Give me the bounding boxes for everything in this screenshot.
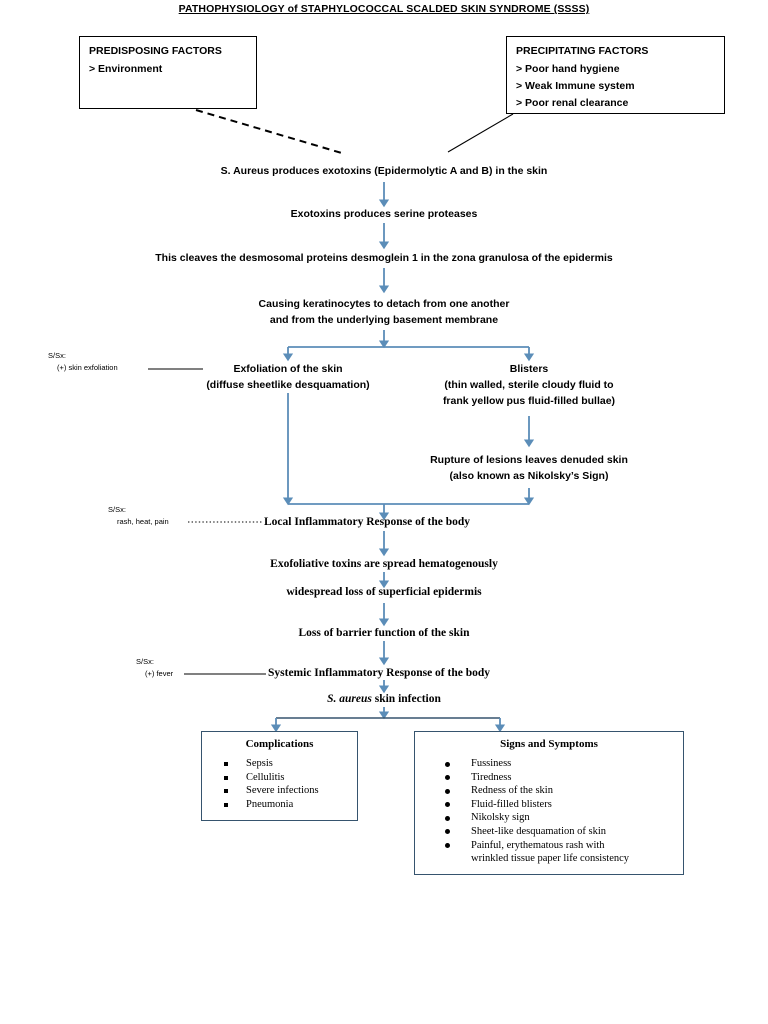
ssx-label: S/Sx:: [136, 657, 154, 666]
dashed-connector-predisposing: [195, 109, 346, 155]
skin-infection-suffix: skin infection: [371, 693, 441, 705]
flow-step-serine-proteases: Exotoxins produces serine proteases: [290, 208, 478, 220]
list-item: Tiredness: [445, 771, 683, 785]
list-item: Severe infections: [224, 784, 357, 798]
ssx-label: S/Sx:: [48, 351, 66, 360]
flow-step-hematogenous-spread: Exofoliative toxins are spread hematogen…: [270, 558, 498, 570]
precipitating-factor-item: > Poor renal clearance: [516, 97, 629, 109]
precipitating-factor-item: > Weak Immune system: [516, 80, 635, 92]
flow-step-keratinocyte-detach: Causing keratinocytes to detach from one…: [258, 298, 510, 326]
complications-box: Complications Sepsis Cellulitis Severe i…: [201, 731, 358, 821]
precipitating-factor-item: > Poor hand hygiene: [516, 63, 620, 75]
signs-and-symptoms-heading: Signs and Symptoms: [500, 738, 598, 750]
flow-step-barrier-function-loss: Loss of barrier function of the skin: [298, 627, 470, 639]
complications-list: Sepsis Cellulitis Severe infections Pneu…: [202, 757, 357, 811]
page-title: PATHOPHYSIOLOGY of STAPHYLOCOCCAL SCALDE…: [178, 3, 590, 15]
list-item: Sheet-like desquamation of skin: [445, 825, 683, 839]
list-item: Sepsis: [224, 757, 357, 771]
ssx-value-rash-heat-pain: rash, heat, pain: [117, 517, 169, 526]
connector-precipitating: [447, 113, 514, 153]
list-item: Cellulitis: [224, 771, 357, 785]
complications-heading: Complications: [245, 738, 314, 750]
flow-step-widespread-epidermis-loss: widespread loss of superficial epidermis: [286, 586, 482, 598]
ssx-group-rash: S/Sx: rash, heat, pain: [108, 504, 169, 528]
list-item: Pneumonia: [224, 798, 357, 812]
predisposing-factor-item: > Environment: [89, 63, 163, 75]
flow-step-local-inflammatory-response: Local Inflammatory Response of the body: [264, 516, 471, 528]
pathogen-name: S. aureus: [327, 693, 372, 705]
flow-step-systemic-inflammatory-response: Systemic Inflammatory Response of the bo…: [268, 667, 491, 679]
flow-step-skin-infection: S. aureus skin infection: [0, 691, 768, 707]
flow-step-desmoglein-cleavage: This cleaves the desmosomal proteins des…: [155, 252, 613, 264]
list-item: Redness of the skin: [445, 784, 683, 798]
list-item: Fussiness: [445, 757, 683, 771]
list-item: Fluid-filled blisters: [445, 798, 683, 812]
flow-branch-blisters: Blisters (thin walled, sterile cloudy fl…: [442, 363, 616, 407]
precipitating-factors-box: PRECIPITATING FACTORS > Poor hand hygien…: [506, 36, 725, 114]
ssx-value-fever: (+) fever: [145, 669, 174, 678]
precipitating-factors-title: PRECIPITATING FACTORS: [516, 45, 649, 57]
list-item: Nikolsky sign: [445, 811, 683, 825]
list-item: Painful, erythematous rash with wrinkled…: [445, 839, 683, 866]
flow-branch-exfoliation: Exfoliation of the skin (diffuse sheetli…: [206, 363, 370, 391]
signs-and-symptoms-list: Fussiness Tiredness Redness of the skin …: [415, 757, 683, 866]
ssx-value-skin-exfoliation: (+) skin exfoliation: [57, 363, 118, 372]
signs-and-symptoms-box: Signs and Symptoms Fussiness Tiredness R…: [414, 731, 684, 875]
ssx-group-fever: S/Sx: (+) fever: [136, 656, 173, 680]
ssx-label: S/Sx:: [108, 505, 126, 514]
predisposing-factors-title: PREDISPOSING FACTORS: [89, 45, 222, 57]
flow-step-rupture-lesions: Rupture of lesions leaves denuded skin (…: [430, 454, 628, 482]
predisposing-factors-box: PREDISPOSING FACTORS > Environment: [79, 36, 257, 109]
ssx-group-exfoliation: S/Sx: (+) skin exfoliation: [48, 350, 118, 374]
flow-step-exotoxin-production: S. Aureus produces exotoxins (Epidermoly…: [220, 165, 548, 177]
